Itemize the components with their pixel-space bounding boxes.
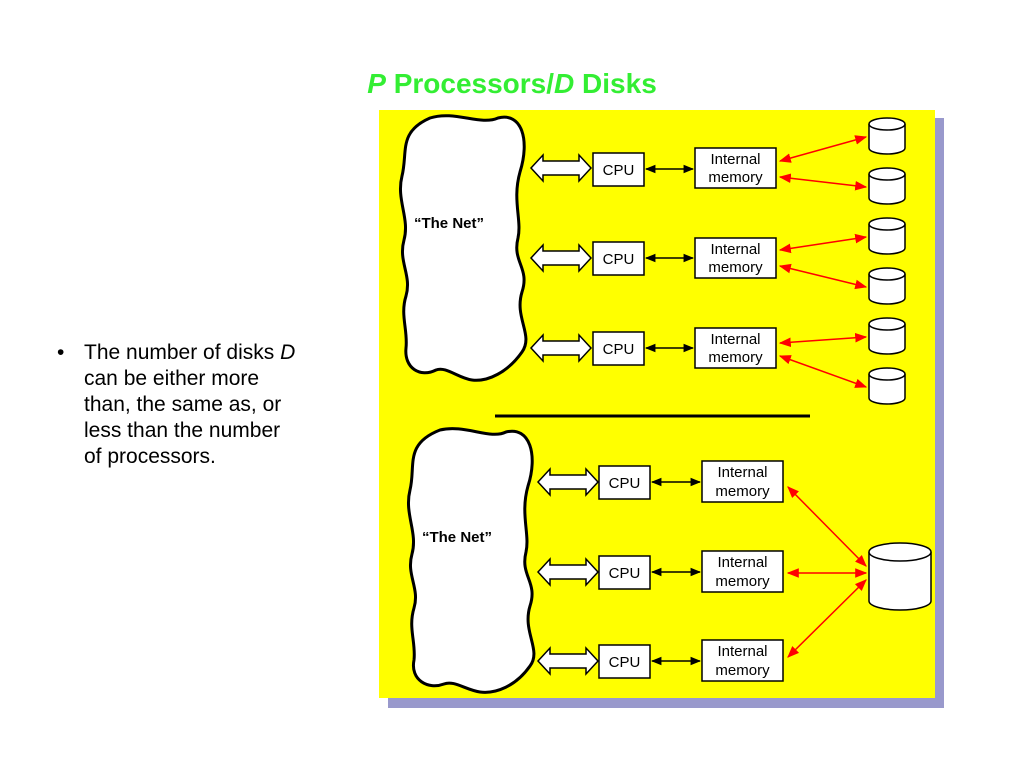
net-cloud-bottom (407, 427, 536, 694)
disk-link-arrow (778, 263, 868, 290)
cpu-label: CPU (609, 565, 641, 582)
disk-link-arrow (778, 355, 868, 388)
disk-icon (868, 167, 906, 205)
title-disks-text: Disks (574, 68, 657, 99)
disk-icon (868, 217, 906, 255)
internal-memory-box (694, 237, 777, 279)
memory-label-line1: Internal (717, 554, 767, 571)
memory-label-line2: memory (715, 573, 770, 590)
disk-link-arrow (778, 173, 868, 191)
bullet-d-variable: D (280, 341, 296, 364)
cpu-box (592, 241, 645, 276)
internal-memory-box (701, 639, 784, 682)
net-cloud-top (399, 114, 528, 382)
memory-label-line1: Internal (710, 241, 760, 258)
memory-label-line2: memory (715, 662, 770, 679)
cpu-box (592, 152, 645, 187)
bullet-line-1: The number of disks (84, 341, 281, 364)
internal-memory-box (694, 327, 777, 369)
disk-link-arrow (787, 579, 867, 658)
disk-icon (868, 267, 906, 305)
disk-link-arrow (778, 233, 868, 254)
bullet-line-5: of processors. (84, 445, 216, 468)
cpu-box (592, 331, 645, 366)
bullet-dot: • (57, 341, 65, 364)
disk-link-arrow (778, 332, 868, 348)
internal-memory-box (701, 550, 784, 593)
cpu-label: CPU (603, 162, 635, 179)
bullet-line-3: than, the same as, or (84, 393, 282, 416)
internal-memory-box (694, 147, 777, 189)
disk-icon (868, 317, 906, 355)
bullet-text: The number of disks D can be either more… (84, 340, 359, 470)
memory-label-line2: memory (715, 483, 770, 500)
disk-link-arrow (787, 486, 867, 567)
memory-label-line2: memory (708, 259, 763, 276)
cpu-label: CPU (609, 475, 641, 492)
net-label-top: “The Net” (414, 215, 484, 232)
title-d-variable: D (554, 68, 575, 99)
disk-link-arrow (778, 135, 868, 163)
disk-icon (868, 117, 906, 155)
shared-disk-icon (868, 542, 932, 611)
bullet-line-2: can be either more (84, 367, 260, 390)
memory-label-line1: Internal (710, 151, 760, 168)
cpu-label: CPU (603, 251, 635, 268)
memory-label-line1: Internal (710, 331, 760, 348)
cpu-box (598, 555, 651, 590)
memory-label-line2: memory (708, 169, 763, 186)
slide-title: P Processors/D Disks (0, 68, 1024, 100)
net-label-bottom: “The Net” (422, 529, 492, 546)
bullet-line-4: less than the number (84, 419, 281, 442)
memory-label-line2: memory (708, 349, 763, 366)
disk-icon (868, 367, 906, 405)
title-p-variable: P (367, 68, 386, 99)
cpu-box (598, 465, 651, 500)
cpu-label: CPU (609, 654, 641, 671)
memory-label-line1: Internal (717, 464, 767, 481)
cpu-box (598, 644, 651, 679)
cpu-label: CPU (603, 341, 635, 358)
memory-label-line1: Internal (717, 643, 767, 660)
title-processors-text: Processors/ (385, 68, 555, 99)
internal-memory-box (701, 460, 784, 503)
